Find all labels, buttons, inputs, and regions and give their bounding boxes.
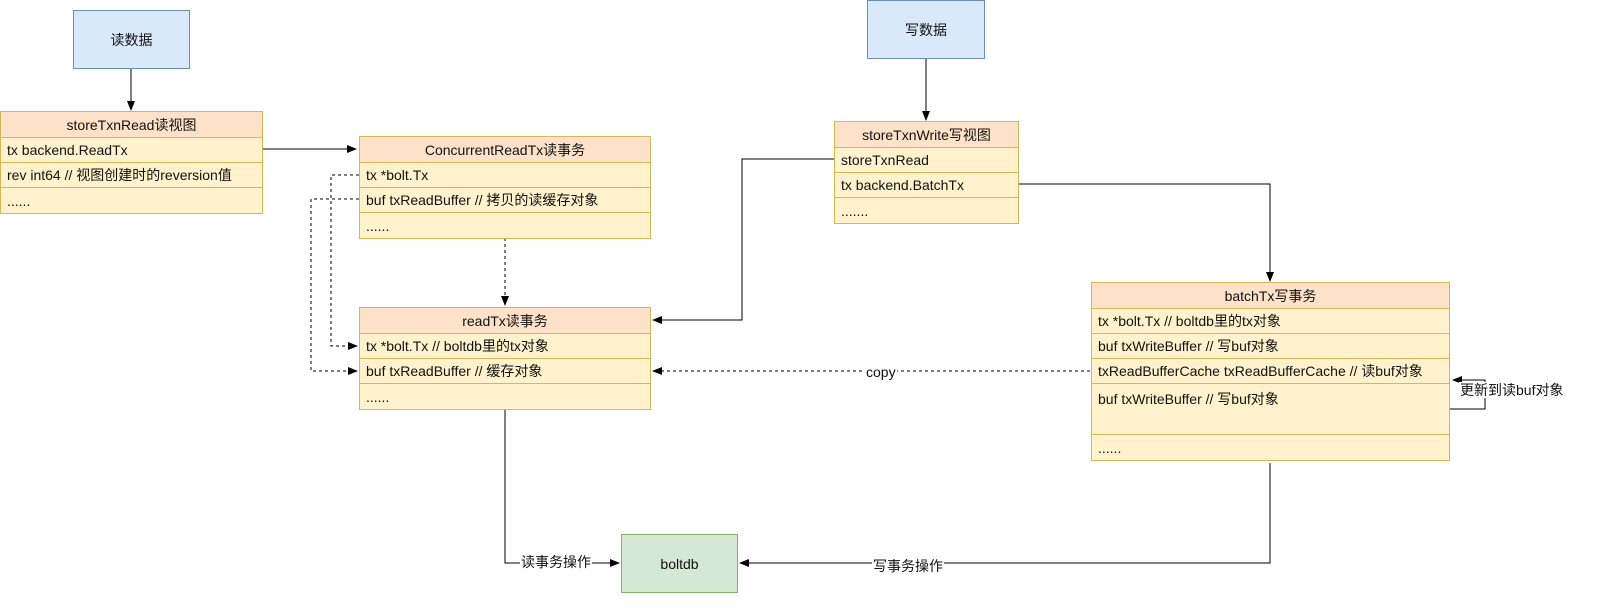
edge-read-tx-to-boltdb: [504, 408, 620, 567]
edge-batch-tx-to-boltdb: [739, 463, 1271, 567]
table-row: buf txWriteBuffer // 写buf对象: [1092, 334, 1449, 359]
store-txn-read-table: storeTxnRead读视图 tx backend.ReadTx rev in…: [0, 111, 263, 214]
edge-buf-field-to-read-tx-buf: [310, 198, 359, 375]
table-row: buf txReadBuffer // 拷贝的读缓存对象: [360, 188, 650, 213]
table-row: tx backend.BatchTx: [835, 173, 1018, 198]
read-data-label: 读数据: [110, 31, 153, 48]
table-title: storeTxnWrite写视图: [835, 122, 1018, 148]
table-title: readTx读事务: [360, 308, 650, 334]
boltdb-node: boltdb: [621, 534, 738, 593]
table-row: ......: [7, 192, 31, 209]
table-row: tx backend.ReadTx: [1, 138, 262, 163]
table-row: txReadBufferCache txReadBufferCache // 读…: [1092, 359, 1449, 384]
concurrent-read-tx-table: ConcurrentReadTx读事务 tx *bolt.Tx buf txRe…: [359, 136, 651, 239]
write-data-label: 写数据: [905, 21, 947, 38]
table-title: batchTx写事务: [1092, 283, 1449, 309]
table-row: ......: [366, 388, 390, 405]
read-data-node: 读数据: [73, 10, 190, 69]
boltdb-label: boltdb: [660, 555, 699, 572]
table-row: buf txWriteBuffer // 写buf对象: [1092, 384, 1449, 435]
read-ops-label: 读事务操作: [520, 554, 592, 570]
table-row: tx *bolt.Tx // boltdb里的tx对象: [1092, 309, 1449, 334]
table-row: rev int64 // 视图创建时的reversion值: [1, 163, 262, 188]
table-row: .......: [841, 202, 869, 219]
table-row: tx *bolt.Tx // boltdb里的tx对象: [360, 334, 650, 359]
table-row: ......: [1098, 439, 1122, 456]
write-data-node: 写数据: [867, 0, 985, 59]
table-row: buf txReadBuffer // 缓存对象: [360, 359, 650, 384]
table-title: ConcurrentReadTx读事务: [360, 137, 650, 163]
edge-store-txn-write-to-read-tx: [652, 158, 834, 324]
edge-tx-field-to-read-tx-field: [330, 174, 359, 350]
batch-tx-table: batchTx写事务 tx *bolt.Tx // boltdb里的tx对象 b…: [1091, 282, 1450, 461]
write-ops-label: 写事务操作: [872, 558, 944, 574]
table-row: tx *bolt.Tx: [360, 163, 650, 188]
copy-label: copy: [865, 364, 897, 380]
table-row: storeTxnRead: [835, 148, 1018, 173]
edge-store-txn-write-to-batch-tx: [1018, 183, 1274, 282]
read-tx-table: readTx读事务 tx *bolt.Tx // boltdb里的tx对象 bu…: [359, 307, 651, 410]
table-row: ......: [366, 217, 390, 234]
store-txn-write-table: storeTxnWrite写视图 storeTxnRead tx backend…: [834, 121, 1019, 224]
table-title: storeTxnRead读视图: [1, 112, 262, 138]
update-read-buf-label: 更新到读buf对象: [1459, 382, 1565, 398]
